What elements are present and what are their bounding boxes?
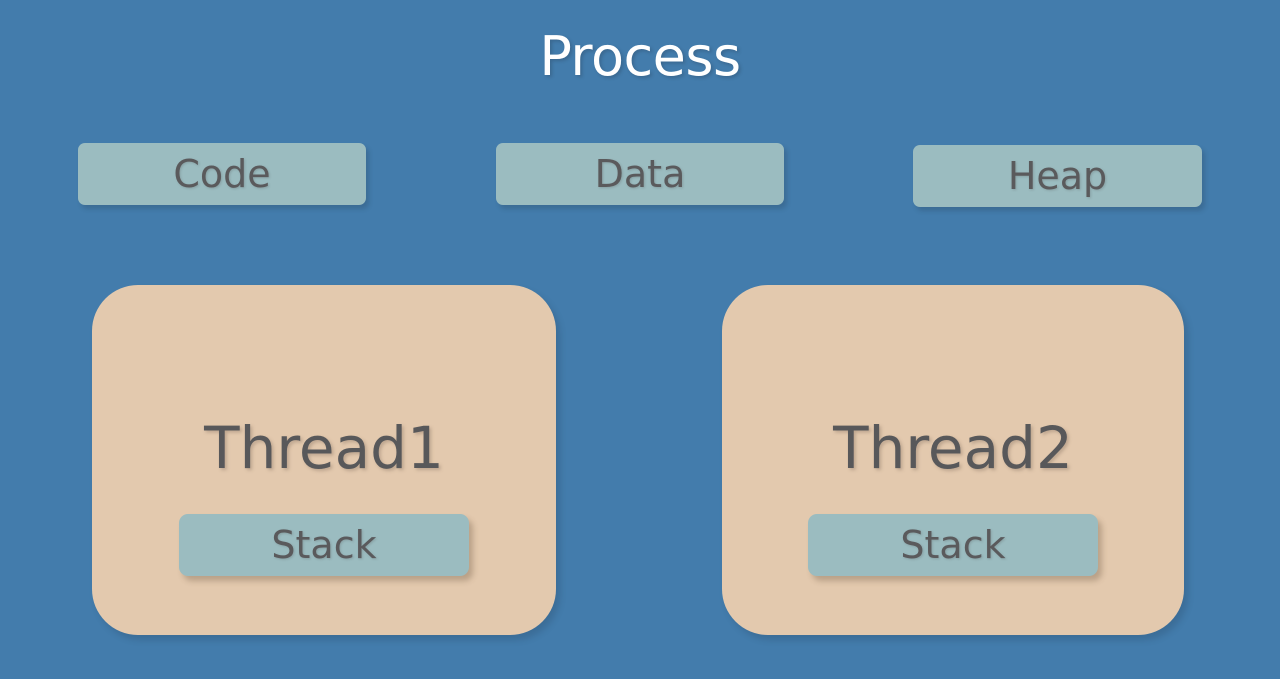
memory-segment-heap[interactable]: Heap	[913, 145, 1202, 207]
memory-segment-code-label: Code	[173, 152, 271, 196]
memory-segment-code[interactable]: Code	[78, 143, 366, 205]
memory-segment-data-label: Data	[594, 152, 686, 196]
thread-box-2-label: Thread2	[833, 414, 1073, 482]
thread-1-stack-label: Stack	[271, 523, 377, 567]
memory-segment-data[interactable]: Data	[496, 143, 784, 205]
thread-2-stack-label: Stack	[900, 523, 1006, 567]
thread-box-1[interactable]: Thread1 Stack	[92, 285, 556, 635]
thread-1-stack-box[interactable]: Stack	[179, 514, 469, 576]
thread-box-2[interactable]: Thread2 Stack	[722, 285, 1184, 635]
page-title: Process	[539, 25, 741, 88]
memory-segment-heap-label: Heap	[1007, 154, 1108, 198]
thread-box-1-label: Thread1	[204, 414, 444, 482]
thread-2-stack-box[interactable]: Stack	[808, 514, 1098, 576]
